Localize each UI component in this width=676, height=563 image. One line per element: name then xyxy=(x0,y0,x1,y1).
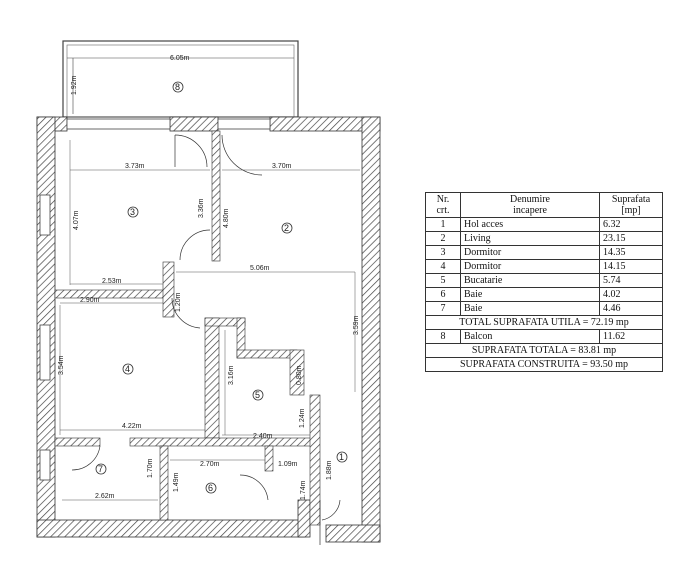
room-5-number: 5 xyxy=(255,390,260,400)
area-table: Nr. crt. Denumire incapere Suprafata [mp… xyxy=(425,192,663,372)
dim-label: 3.36m xyxy=(198,198,205,218)
room-1-number: 1 xyxy=(339,452,344,462)
dim-label: 2.40m xyxy=(253,433,273,440)
dim-label: 5.06m xyxy=(250,265,270,272)
row-name: Hol acces xyxy=(460,217,600,232)
header-name: Denumire incapere xyxy=(460,192,600,218)
row-nr: 6 xyxy=(425,287,461,302)
dim-label: 1.09m xyxy=(278,461,298,468)
dim-label: 2.90m xyxy=(80,297,100,304)
row-area: 14.35 xyxy=(599,245,663,260)
table-row: 5 Bucatarie 5.74 xyxy=(425,273,663,288)
balcony-row: 8 Balcon 11.62 xyxy=(425,329,663,344)
dim-label: 2.62m xyxy=(95,493,115,500)
dim-label: 3.59m xyxy=(353,315,360,335)
dim-label: 4.07m xyxy=(73,210,80,230)
dim-label: 1.88m xyxy=(326,460,333,480)
dimension-labels: 3.73m 3.70m 4.07m 3.36m 4.80m 2.53m 5.06… xyxy=(58,163,360,500)
dim-label: 1.49m xyxy=(173,472,180,492)
constructed-row: SUPRAFATA CONSTRUITA = 93.50 mp xyxy=(425,357,663,372)
room-3-number: 3 xyxy=(130,207,135,217)
row-name: Dormitor xyxy=(460,245,600,260)
row-area: 14.15 xyxy=(599,259,663,274)
row-area: 4.46 xyxy=(599,301,663,316)
row-name: Baie xyxy=(460,301,600,316)
balcony-depth-label: 1.92m xyxy=(71,75,78,95)
row-area: 4.02 xyxy=(599,287,663,302)
dim-label: 3.54m xyxy=(58,355,65,375)
dim-label: 0.80m xyxy=(296,365,303,385)
row-nr: 8 xyxy=(425,329,461,344)
row-area: 5.74 xyxy=(599,273,663,288)
row-area: 6.32 xyxy=(599,217,663,232)
table-row: 7 Baie 4.46 xyxy=(425,301,663,316)
row-name: Living xyxy=(460,231,600,246)
table-header-row: Nr. crt. Denumire incapere Suprafata [mp… xyxy=(425,192,663,218)
windows xyxy=(39,118,271,481)
row-nr: 4 xyxy=(425,259,461,274)
room-8-number: 8 xyxy=(175,82,180,92)
row-name: Bucatarie xyxy=(460,273,600,288)
dimension-lines xyxy=(59,140,360,501)
constructed-area: SUPRAFATA CONSTRUITA = 93.50 mp xyxy=(425,357,663,372)
row-nr: 5 xyxy=(425,273,461,288)
table-row: 2 Living 23.15 xyxy=(425,231,663,246)
dim-label: 1.20m xyxy=(175,292,182,312)
header-nr: Nr. crt. xyxy=(425,192,461,218)
row-nr: 2 xyxy=(425,231,461,246)
row-nr: 7 xyxy=(425,301,461,316)
dim-label: 2.53m xyxy=(102,278,122,285)
row-name: Dormitor xyxy=(460,259,600,274)
room-markers xyxy=(95,206,348,494)
dim-label: 3.16m xyxy=(228,365,235,385)
table-row: 4 Dormitor 14.15 xyxy=(425,259,663,274)
total-usable: TOTAL SUPRAFATA UTILA = 72.19 mp xyxy=(425,315,663,330)
dim-label: 1.70m xyxy=(147,458,154,478)
dim-label: 3.73m xyxy=(125,163,145,170)
dim-label: 2.70m xyxy=(200,461,220,468)
dim-label: 3.70m xyxy=(272,163,292,170)
room-4-number: 4 xyxy=(125,364,130,374)
room-6-number: 6 xyxy=(208,483,213,493)
interior-walls xyxy=(54,130,321,526)
row-area: 23.15 xyxy=(599,231,663,246)
total-usable-row: TOTAL SUPRAFATA UTILA = 72.19 mp xyxy=(425,315,663,330)
table-row: 6 Baie 4.02 xyxy=(425,287,663,302)
dim-label: 1.74m xyxy=(300,480,307,500)
total-area: SUPRAFATA TOTALA = 83.81 mp xyxy=(425,343,663,358)
table-row: 1 Hol acces 6.32 xyxy=(425,217,663,232)
room-numbers: 3 2 4 5 7 6 1 xyxy=(98,207,344,493)
table-row: 3 Dormitor 14.35 xyxy=(425,245,663,260)
header-area: Suprafata [mp] xyxy=(599,192,663,218)
dim-label: 4.80m xyxy=(223,208,230,228)
row-name: Balcon xyxy=(460,329,600,344)
row-name: Baie xyxy=(460,287,600,302)
balcony: 6.05m 1.92m 8 xyxy=(62,40,299,118)
dim-label: 1.24m xyxy=(299,408,306,428)
row-nr: 3 xyxy=(425,245,461,260)
door-swings xyxy=(71,134,341,545)
room-7-number: 7 xyxy=(98,464,103,474)
dim-label: 4.22m xyxy=(122,423,142,430)
total-row: SUPRAFATA TOTALA = 83.81 mp xyxy=(425,343,663,358)
row-nr: 1 xyxy=(425,217,461,232)
row-area: 11.62 xyxy=(599,329,663,344)
balcony-width-label: 6.05m xyxy=(170,55,190,62)
room-2-number: 2 xyxy=(284,223,289,233)
